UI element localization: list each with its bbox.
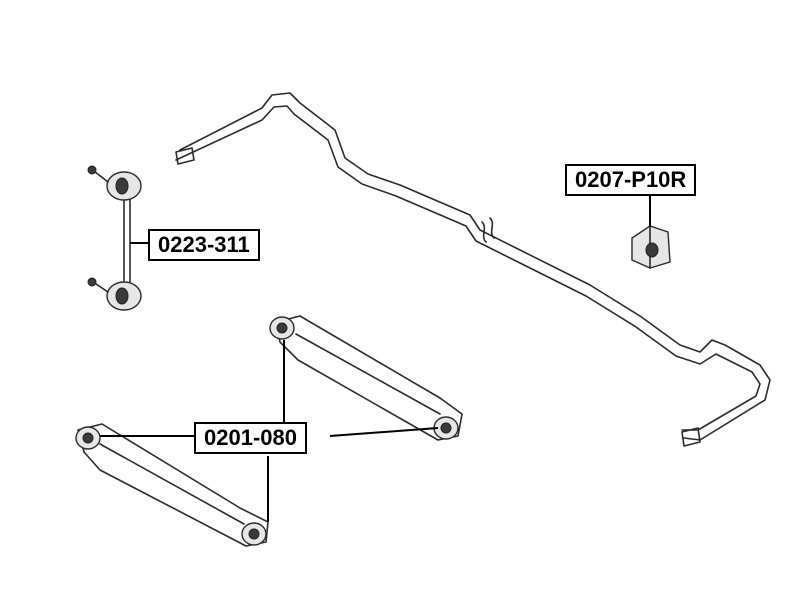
part-number-bushing-label: 0207-P10R (565, 164, 697, 196)
stabilizer-bushing (631, 225, 671, 269)
stabilizer-bar (175, 92, 771, 447)
part-number-arm-label: 0201-080 (194, 422, 307, 454)
stabilizer-link (87, 165, 142, 311)
part-number-link-label: 0223-311 (148, 229, 260, 261)
control-arm-lower (75, 423, 269, 547)
control-arm-upper (269, 315, 463, 441)
leader-lines (100, 196, 651, 522)
